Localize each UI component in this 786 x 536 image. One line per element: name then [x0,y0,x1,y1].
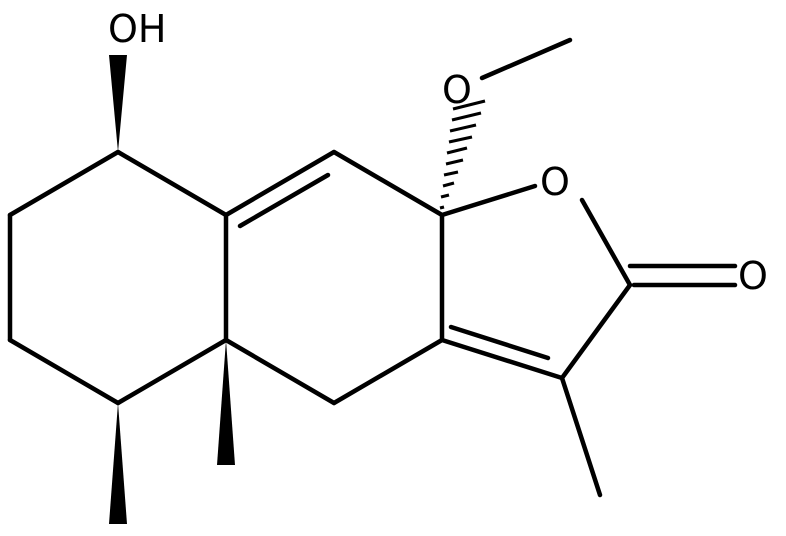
bond-c2-c3 [559,282,633,381]
bond-c6-c5 [7,337,121,406]
carbonyl-oxygen-label: O [738,254,768,298]
wedge-bond-hydroxyl [109,55,127,152]
bond-c3-c3a [439,337,565,381]
wedge-bond-c4a-methyl [217,340,235,465]
hydroxyl-label: OH [108,7,166,51]
bond-c9a-o1 [439,183,538,218]
wedge-bond-c5-methyl [109,403,127,524]
bond-c4-c4a [223,337,337,406]
bond-o1-c2 [579,197,633,288]
bond-c3-methyl [559,375,603,498]
bond-c3a-c4 [331,337,445,406]
methoxy-oxygen-label: O [442,68,472,112]
bond-c5-c4a [115,337,229,406]
bond-c8a-c8 [115,149,229,218]
bond-c8a-c9-inner [237,172,331,229]
bond-c9-c9a [331,149,445,218]
bond-c3-c3a-inner [448,324,551,361]
hashed-wedge-bond-methoxy [439,99,486,210]
bond-c8-c7 [7,149,121,218]
ring-oxygen-label: O [540,160,570,204]
bond-c8a-c9 [223,149,337,218]
bond-methoxy-o-ch3 [479,37,573,81]
